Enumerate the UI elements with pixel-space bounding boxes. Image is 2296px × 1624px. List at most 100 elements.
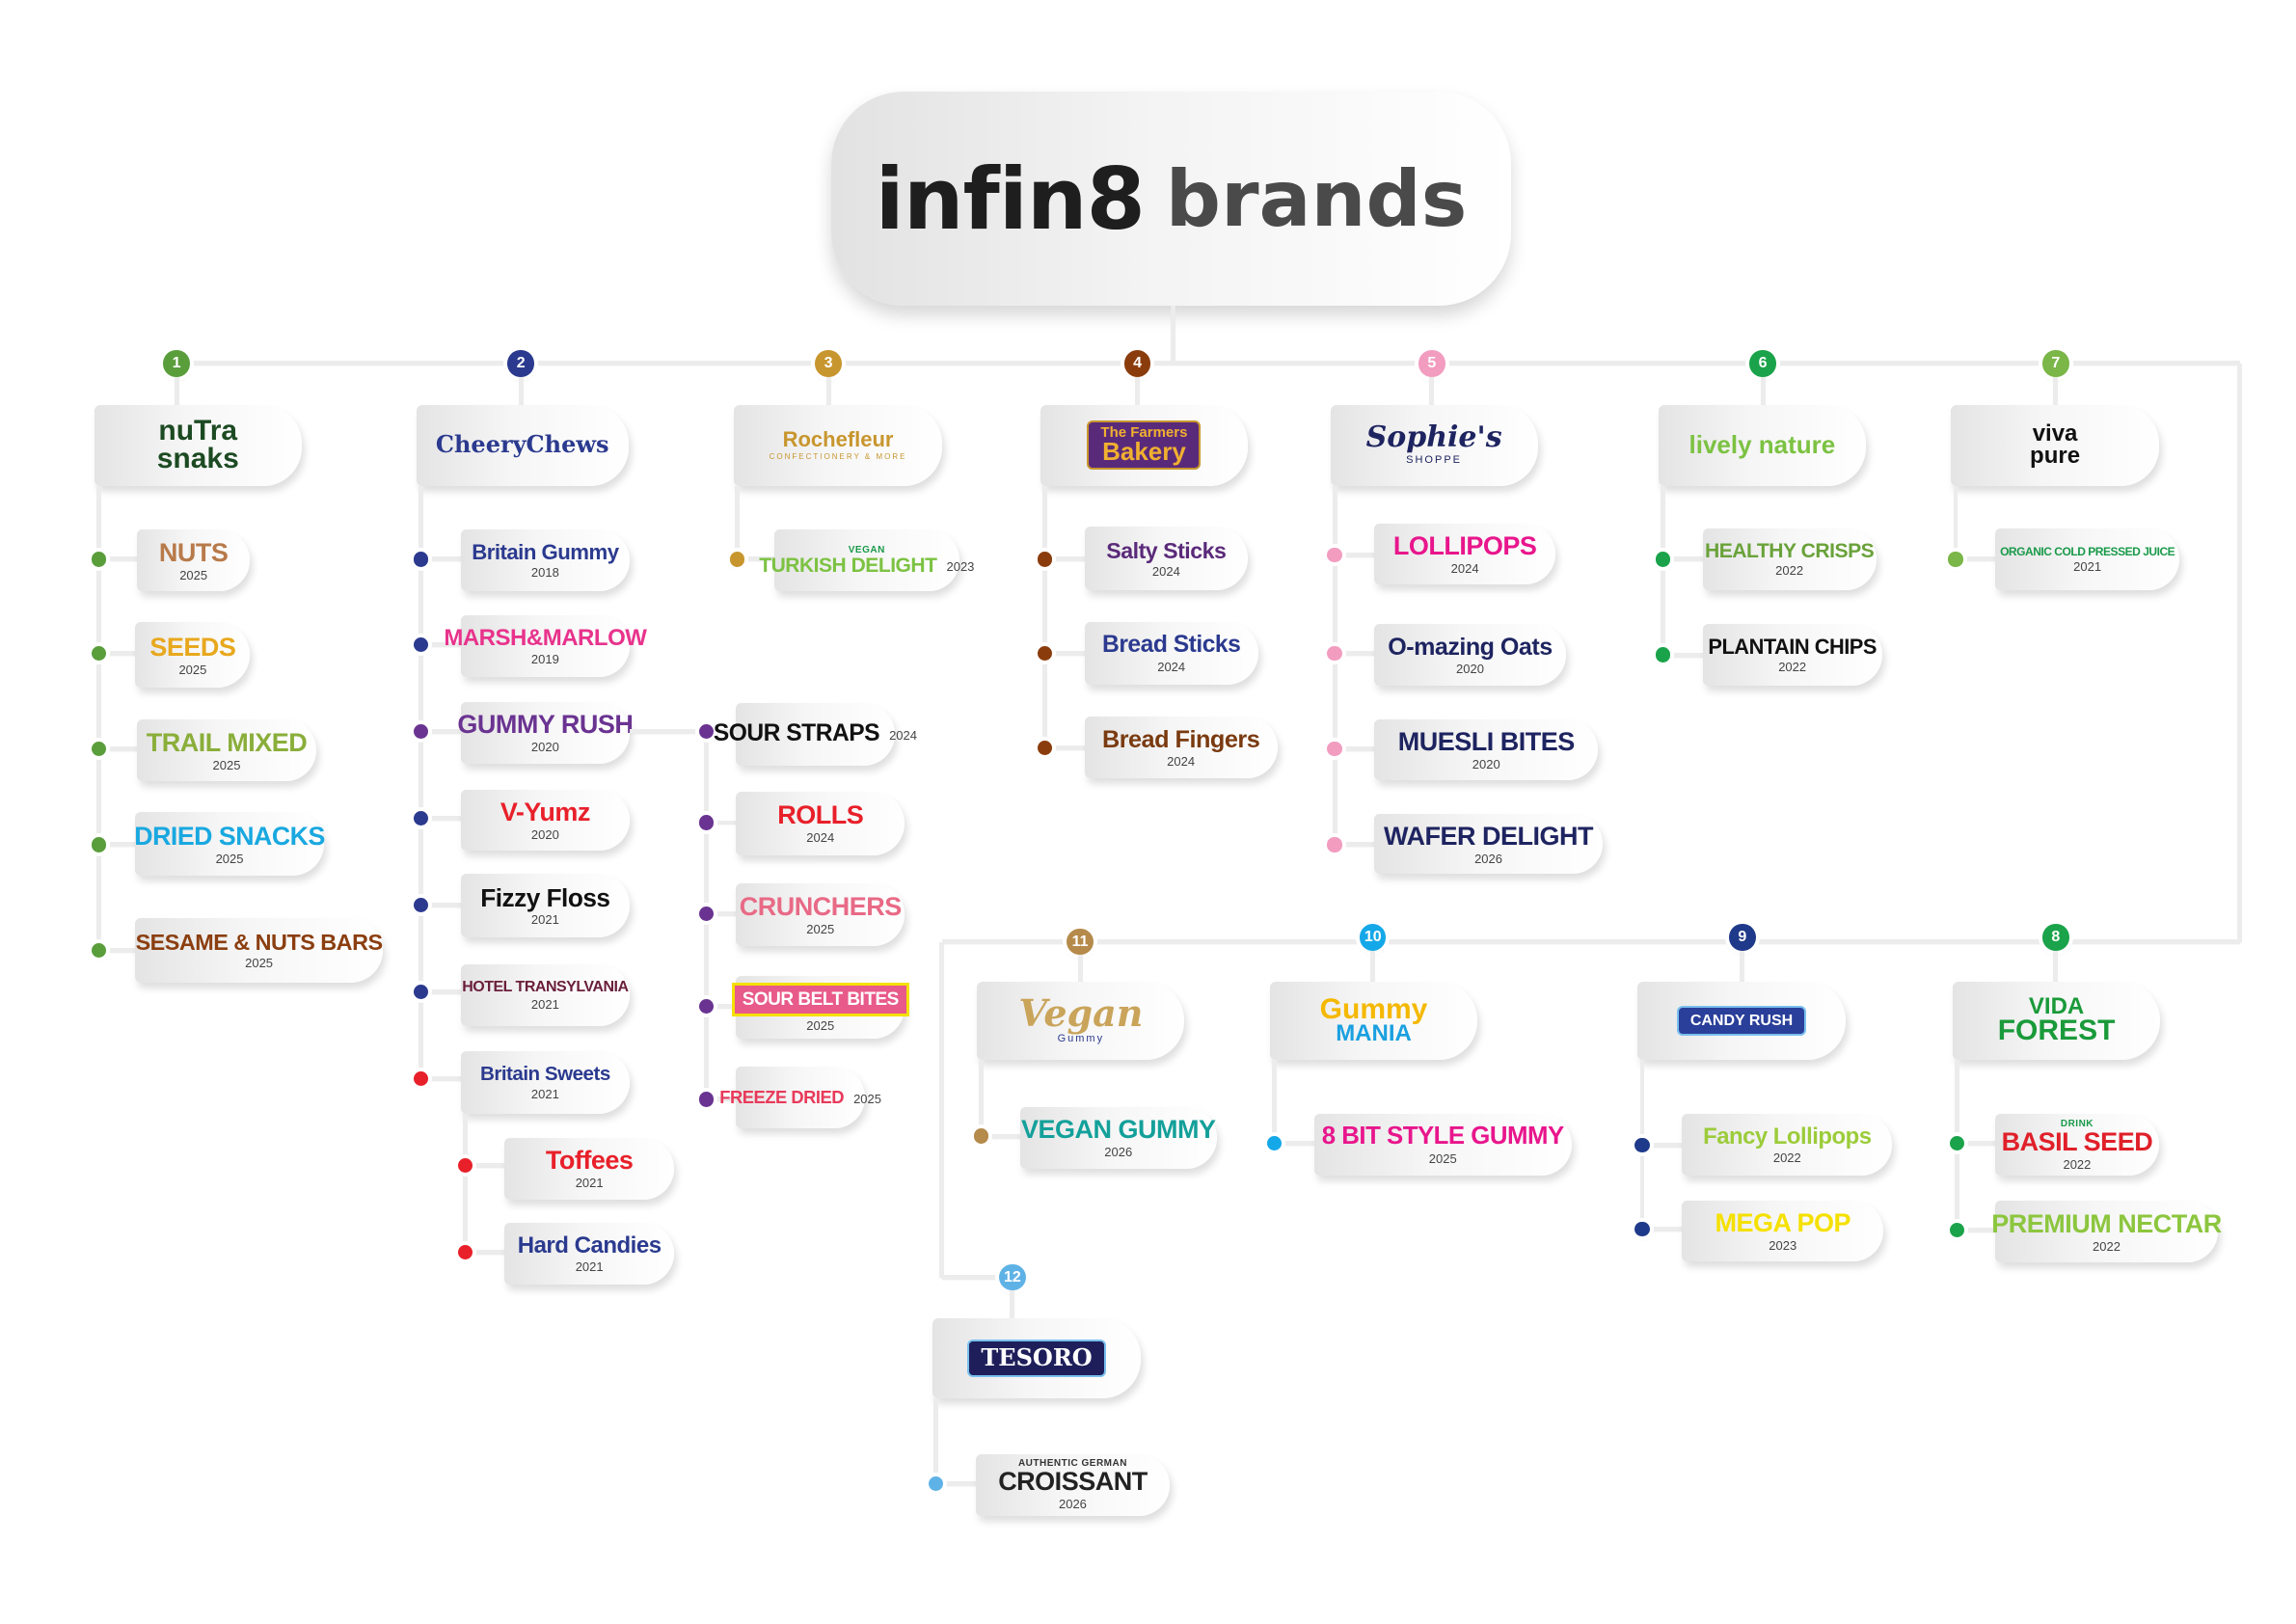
item-year: 2022	[2063, 1156, 2092, 1172]
brand-logo[interactable]: CheeryChews	[416, 404, 629, 486]
item-name: Bread Sticks	[1102, 632, 1241, 659]
badge-number: 10	[1364, 929, 1382, 946]
item-year: 2020	[1456, 661, 1484, 676]
connector-line	[1429, 376, 1435, 405]
item-year: 2025	[806, 921, 835, 936]
item-year: 2021	[575, 1176, 604, 1191]
connector-line	[1953, 485, 1958, 559]
item-name: SOUR STRAPS	[713, 720, 880, 747]
logo-subtext: SHOPPE	[1406, 453, 1462, 466]
item-tag: DRINK	[2060, 1118, 2094, 1129]
brand-number-badge: 4	[1123, 350, 1151, 377]
connector-line	[420, 1076, 461, 1081]
logo-text: Rochefleur	[782, 426, 894, 451]
connector-dot	[1655, 647, 1670, 663]
item-name: DRIED SNACKS	[134, 821, 325, 851]
brand-item-sour-straps[interactable]: SOUR STRAPS 2024	[714, 703, 917, 766]
infin8-brands-logo: infin8 brands	[831, 92, 1511, 306]
connector-dot	[974, 1128, 989, 1144]
connector-dot	[1327, 837, 1342, 853]
item-name: HOTEL TRANSYLVANIA	[462, 978, 629, 995]
item-year: 2020	[1472, 756, 1500, 771]
logo-text: CANDY RUSH	[1689, 1012, 1794, 1029]
logo-text: VIDA	[2028, 992, 2085, 1019]
connector-dot	[1655, 552, 1670, 567]
badge-number: 9	[1738, 929, 1747, 946]
connector-line	[706, 1096, 736, 1102]
connector-dot	[1037, 740, 1053, 755]
brand-logo[interactable]: CANDY RUSH	[1637, 981, 1846, 1060]
item-name: Bread Fingers	[1101, 725, 1260, 753]
badge-number: 2	[516, 354, 526, 371]
connector-line	[706, 728, 736, 734]
item-name: Hard Candies	[517, 1232, 662, 1259]
connector-line	[420, 903, 461, 907]
item-year: 2026	[1104, 1145, 1133, 1160]
connector-line	[420, 641, 461, 647]
brand-logo[interactable]: lively nature	[1658, 404, 1866, 486]
item-year: 2019	[530, 651, 559, 666]
connector-dot	[413, 984, 429, 1000]
item-year: 2022	[1778, 659, 1807, 674]
item-name: SESAME & NUTS BARS	[135, 930, 383, 956]
item-year: 2021	[2073, 558, 2102, 574]
logo-text: TESORO	[981, 1343, 1093, 1372]
item-year: 2018	[530, 565, 559, 581]
connector-line	[737, 556, 774, 562]
connector-line	[2053, 950, 2059, 982]
badge-number: 6	[1758, 354, 1768, 371]
brand-number-badge: 10	[1360, 924, 1387, 951]
connector-dot	[698, 723, 715, 740]
connector-dot	[413, 1070, 429, 1087]
brand-logo[interactable]: TESORO	[932, 1318, 1141, 1398]
item-year: 2024	[889, 728, 917, 744]
item-year: 2025	[245, 956, 274, 971]
connector-line	[941, 939, 2240, 945]
connector-dot	[1949, 1223, 1965, 1238]
